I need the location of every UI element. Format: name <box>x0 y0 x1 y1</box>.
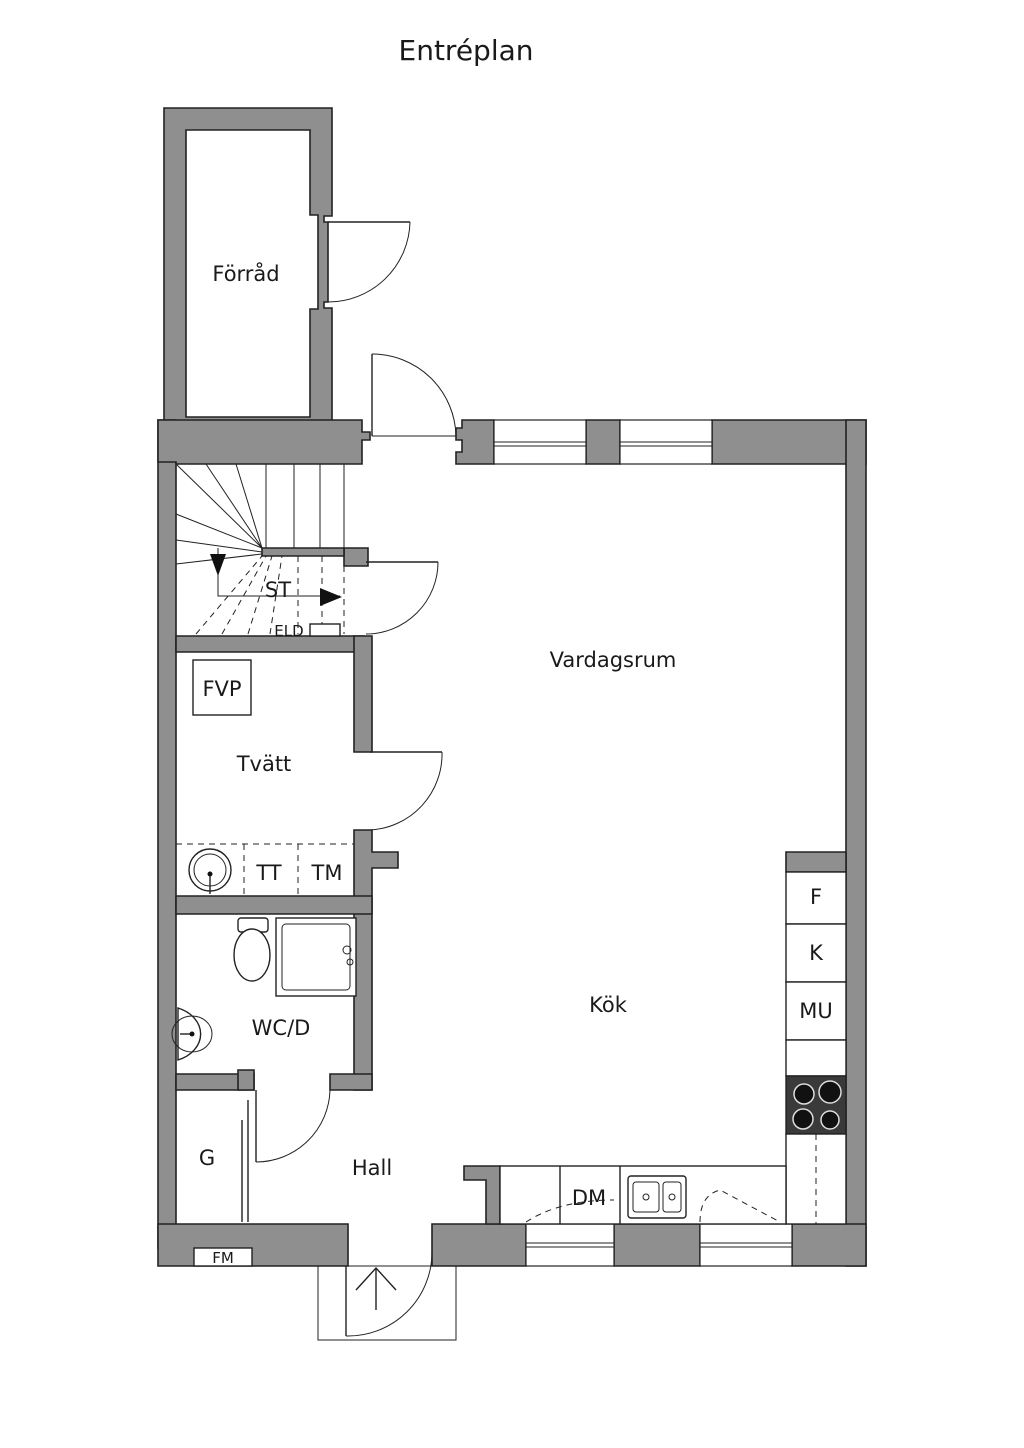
microwave-unit <box>785 981 847 1041</box>
label-hall: Hall <box>352 1156 392 1180</box>
label-g: G <box>199 1146 215 1170</box>
stairs <box>175 463 345 637</box>
fm-box <box>193 1247 253 1267</box>
entrance-door-swing <box>345 1251 433 1337</box>
wc-bottom-wall-notch <box>237 1069 255 1091</box>
label-k: K <box>809 941 824 965</box>
stair-arrow-down <box>210 554 226 576</box>
tvatt-right-wall <box>353 635 373 753</box>
wc-door-swing <box>255 1089 331 1163</box>
bottom-wall-mid2 <box>613 1223 701 1267</box>
stair-arrow-right <box>320 588 342 606</box>
walls <box>157 107 867 1267</box>
wc-fixtures <box>171 917 357 1061</box>
freezer-unit <box>785 923 847 983</box>
bottom-wall-right <box>791 1223 867 1267</box>
label-dm: DM <box>572 1186 606 1210</box>
label-tt: TT <box>255 861 281 885</box>
forrad-door-swing <box>327 221 411 303</box>
label-st: ST <box>265 578 291 602</box>
label-fm: FM <box>212 1249 234 1267</box>
entrance-porch <box>317 1265 457 1341</box>
plan-title: Entréplan <box>399 34 534 67</box>
window-bottom-1 <box>525 1223 615 1267</box>
bottom-wall-left <box>157 1223 349 1267</box>
tvatt-door-swing <box>369 751 443 831</box>
windows <box>493 419 793 1267</box>
fridge-unit <box>785 871 847 925</box>
kitchen-right-pier <box>785 851 847 873</box>
label-tvatt: Tvätt <box>236 752 292 776</box>
fvp-unit <box>192 659 252 716</box>
bottom-wall-mid <box>431 1223 527 1267</box>
toilet-bowl <box>233 928 271 982</box>
tvatt-right-wall-lower <box>353 829 399 1091</box>
label-f: F <box>810 885 822 909</box>
doors <box>241 221 457 1341</box>
right-exterior-wall <box>845 419 867 1267</box>
label-wcd: WC/D <box>252 1016 311 1040</box>
top-wall-mid-pier <box>585 419 621 465</box>
top-door-swing <box>371 353 457 437</box>
kitchen <box>499 871 847 1225</box>
top-wall-left <box>157 419 371 465</box>
kitchen-step-wall <box>463 1165 501 1225</box>
tvatt-wc-divider <box>175 895 373 915</box>
left-exterior-wall <box>157 419 177 1249</box>
label-tm: TM <box>311 861 343 885</box>
label-mu: MU <box>799 999 833 1023</box>
tvatt-fixtures <box>176 659 354 896</box>
stair-bottom-wall <box>175 635 365 653</box>
label-eld: ELD <box>274 622 303 640</box>
stair-right-stub <box>343 547 369 567</box>
label-forrad: Förråd <box>212 261 279 286</box>
wc-bottom-wall-right <box>329 1073 373 1091</box>
st-door-swing <box>365 561 439 635</box>
kitchen-sink <box>627 1175 687 1219</box>
labels: Förråd ST ELD FVP Tvätt TT TM WC/D G FM … <box>199 261 833 1267</box>
window-bottom-2 <box>699 1223 793 1267</box>
top-wall-right <box>711 419 867 465</box>
top-wall-pier <box>455 419 495 465</box>
shower <box>275 917 357 997</box>
label-fvp: FVP <box>202 677 241 701</box>
stair-inner-wall <box>261 547 345 557</box>
label-kok: Kök <box>589 993 628 1017</box>
eld-box <box>309 623 341 637</box>
counter-right-upper <box>785 1039 847 1077</box>
label-vardagsrum: Vardagsrum <box>550 648 677 672</box>
